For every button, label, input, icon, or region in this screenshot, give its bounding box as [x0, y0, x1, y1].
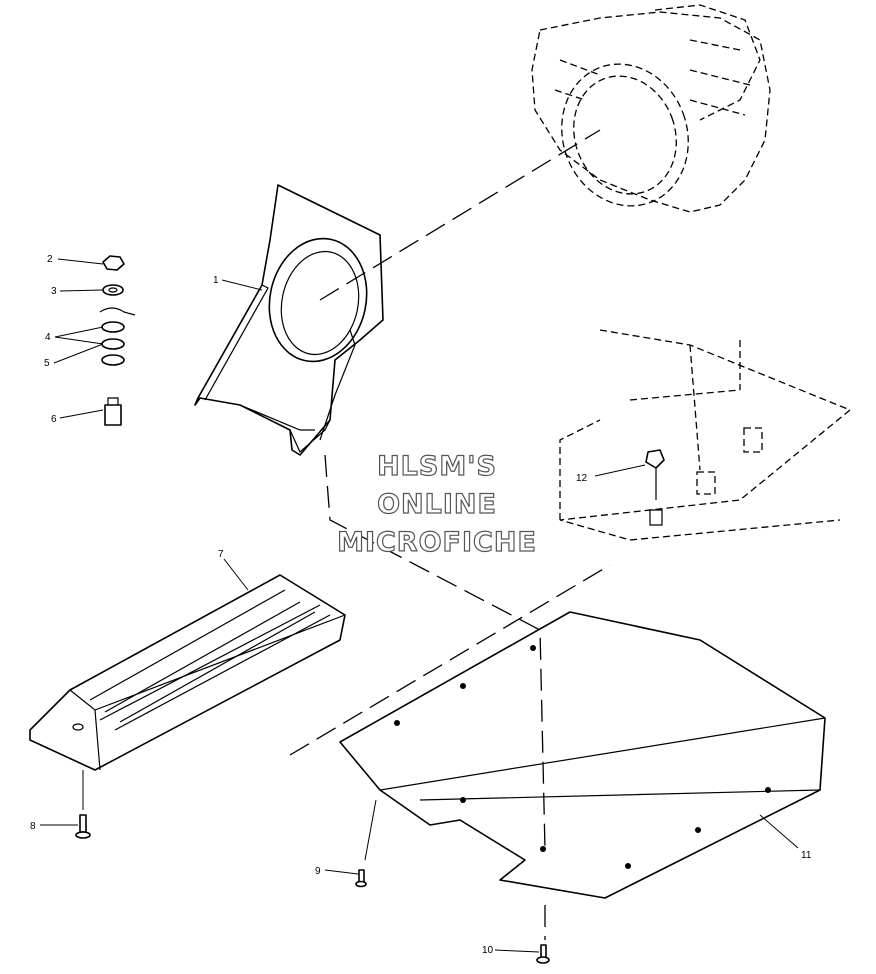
engine-housing-phantom	[531, 4, 771, 213]
skid-plate-part	[339, 611, 826, 899]
callout-10: 10	[482, 945, 494, 956]
frame-phantom	[559, 329, 852, 541]
watermark: HLSM'S ONLINE MICROFICHE	[336, 450, 537, 558]
callout-8: 8	[30, 821, 36, 832]
callout-4: 4	[45, 332, 51, 343]
watermark-line-3: MICROFICHE	[337, 527, 537, 558]
callout-1: 1	[213, 275, 219, 286]
callout-2: 2	[47, 254, 53, 265]
callout-6: 6	[51, 414, 57, 425]
callout-5: 5	[44, 358, 50, 369]
callout-9: 9	[315, 866, 321, 877]
hardware-stack	[99, 255, 136, 426]
alignment-lines	[82, 129, 611, 940]
fasteners	[75, 449, 665, 964]
callout-12: 12	[576, 473, 588, 484]
watermark-line-1: HLSM'S	[377, 451, 497, 482]
callout-7: 7	[218, 549, 224, 560]
heat-shield-part	[194, 184, 384, 456]
callout-3: 3	[51, 286, 57, 297]
callout-11: 11	[801, 850, 812, 861]
footrest-pad-part	[29, 574, 346, 771]
watermark-line-2: ONLINE	[377, 489, 497, 520]
callouts: 1 2 3 4 5 6 7 8 9 10 11 12	[30, 254, 812, 956]
